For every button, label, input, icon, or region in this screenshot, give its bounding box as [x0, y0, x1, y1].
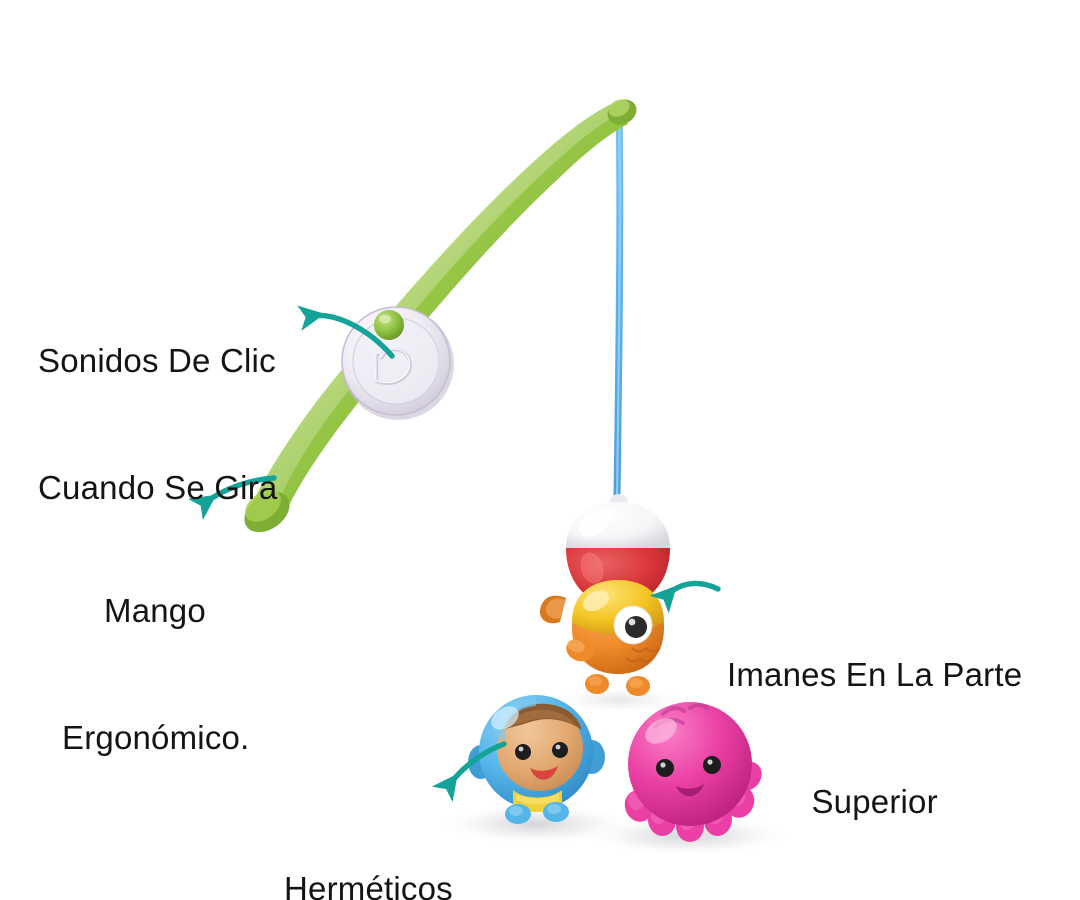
callout-top-magnets: Imanes En La Parte Superior	[727, 570, 1022, 900]
callout-ergonomic-handle: Mango Ergonómico.	[62, 506, 249, 844]
callout-ergonomic-handle-line2: Ergonómico.	[62, 719, 250, 757]
fishing-line	[613, 104, 624, 502]
arrow-to-fish	[649, 580, 721, 614]
callout-watertight-line1: Herméticos	[284, 870, 453, 900]
callout-click-sounds-line2: Cuando Se Gira	[38, 469, 278, 507]
callout-ergonomic-handle-line1: Mango	[104, 592, 206, 630]
callout-click-sounds-line1: Sonidos De Clic	[38, 342, 276, 380]
fish-toy	[539, 580, 664, 696]
fishing-rod	[244, 99, 637, 533]
arrow-to-diver	[431, 741, 507, 803]
callout-watertight: Herméticos	[284, 784, 453, 900]
munchkin-heart-logo	[374, 348, 412, 385]
callout-click-sounds: Sonidos De Clic Cuando Se Gira	[38, 256, 277, 594]
arrow-to-reel	[297, 305, 395, 359]
callout-top-magnets-line1: Imanes En La Parte	[727, 656, 1023, 694]
bobber-float	[566, 494, 670, 606]
diver-toy	[468, 695, 605, 824]
callout-top-magnets-line2: Superior	[811, 783, 938, 821]
reel-disc[interactable]	[341, 306, 454, 420]
